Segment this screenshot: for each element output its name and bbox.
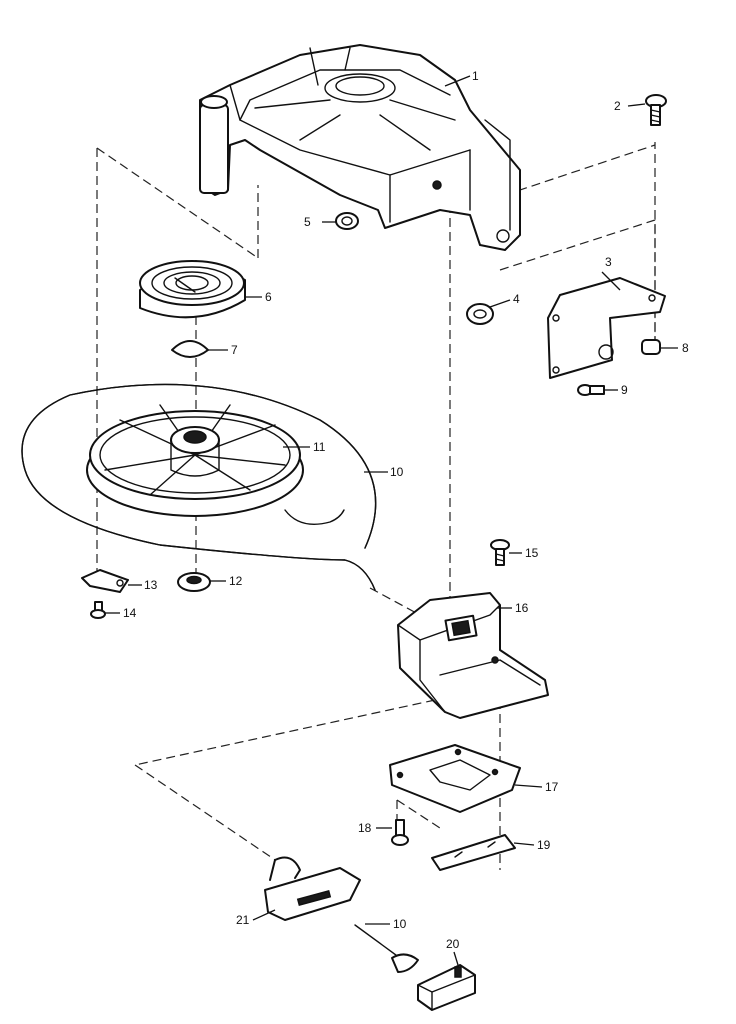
callout-11: 11 [313,440,326,454]
part-5-nut [335,212,359,230]
part-3-bracket [547,277,666,379]
callout-8: 8 [682,341,689,355]
callout-18: 18 [358,821,372,835]
part-2-screw [645,94,667,126]
callout-7: 7 [231,343,238,357]
callout-labels: 1 2 3 4 5 6 7 8 9 10 11 12 13 14 15 16 1… [123,69,689,951]
callout-20: 20 [446,937,460,951]
part-9-screw [577,384,605,396]
callout-3: 3 [605,255,612,269]
callout-4: 4 [513,292,520,306]
part-1-housing [199,44,521,251]
part-13-pawl [81,569,129,593]
callout-6: 6 [265,290,272,304]
part-8-nut [641,339,661,355]
part-11-pulley [86,404,304,517]
part-18-screw [391,819,409,846]
callout-1: 1 [472,69,479,83]
callout-15: 15 [525,546,539,560]
callout-5: 5 [304,215,311,229]
callout-14: 14 [123,606,137,620]
callout-9: 9 [621,383,628,397]
part-17-plate [389,744,521,813]
part-19-strip [431,834,516,871]
part-21-handle [264,856,361,921]
part-12-washer [177,572,211,592]
callout-10: 10 [390,465,404,479]
callout-21: 21 [236,913,250,927]
callout-16: 16 [515,601,529,615]
part-14-screw [90,601,106,619]
callout-17: 17 [545,780,559,794]
part-7-cap [171,340,209,358]
part-15-screw [490,539,510,566]
part-6-spring-housing [139,260,246,319]
part-10-rope-end [354,924,419,973]
callout-12: 12 [229,574,243,588]
part-16-starter-bracket [397,592,549,719]
callout-13: 13 [144,578,158,592]
callout-2: 2 [614,99,621,113]
part-4-washer [466,303,494,325]
callout-10b: 10 [393,917,407,931]
part-20-cord-lock [417,964,476,1011]
callout-19: 19 [537,838,551,852]
leader-lines [104,75,678,966]
part-10-rope [21,383,377,591]
